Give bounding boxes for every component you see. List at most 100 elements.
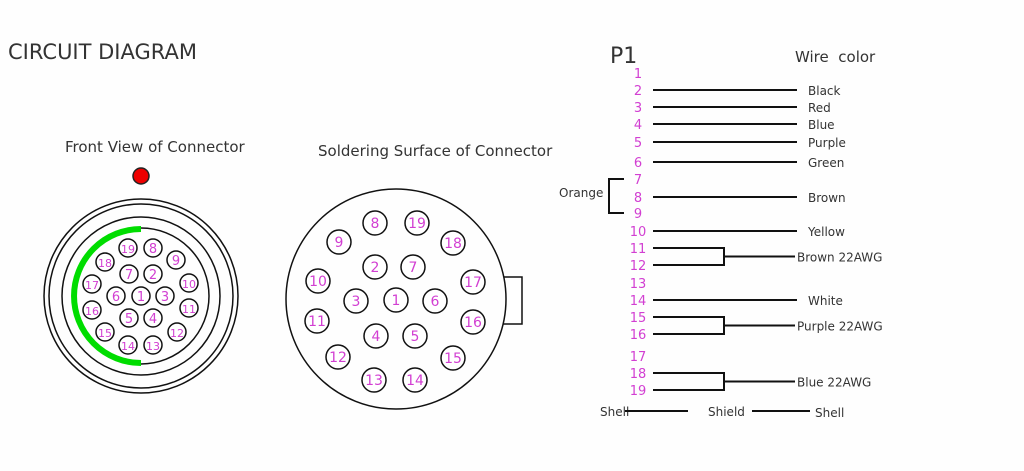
pin-circle [143, 238, 163, 258]
orange-bracket [608, 178, 624, 214]
wire-pin-4: 4 [634, 118, 642, 133]
front-pin-8: 8 [143, 238, 163, 258]
wire-line [653, 316, 795, 335]
solder-pin-1: 1 [383, 287, 409, 313]
pin-circle [143, 264, 163, 284]
front-pin-10: 10 [179, 273, 199, 293]
pin-circle [167, 322, 187, 342]
pin-number: 7 [125, 268, 133, 283]
pin-circle [383, 287, 409, 313]
wire-3: Red [653, 101, 831, 115]
pin-number: 3 [161, 290, 169, 305]
solder-pin-11: 11 [304, 308, 330, 334]
pin-circle [166, 250, 186, 270]
wire-pin-6: 6 [634, 156, 642, 171]
wire-15-16: Purple 22AWG [653, 316, 883, 335]
pin-circle [361, 367, 387, 393]
wire-line [653, 372, 795, 391]
wire-8: Brown [653, 191, 846, 205]
wire-11-12: Brown 22AWG [653, 247, 882, 266]
solder-pin-5: 5 [402, 323, 428, 349]
front-pin-9: 9 [166, 250, 186, 270]
pin-number: 1 [392, 293, 401, 309]
solder-view-title: Soldering Surface of Connector [318, 142, 553, 160]
solder-pin-9: 9 [326, 229, 352, 255]
connector-label: P1 [610, 44, 637, 69]
wire-4: Blue [653, 118, 835, 132]
solder-pin-7: 7 [400, 254, 426, 280]
solder-pin-15: 15 [440, 345, 466, 371]
pin-circle [305, 268, 331, 294]
pin-number: 2 [149, 268, 157, 283]
wire-14: White [653, 294, 843, 308]
outer-ring [43, 198, 239, 394]
solder-pin-17: 17 [460, 269, 486, 295]
pin-number: 18 [444, 236, 462, 252]
wire-pin-15: 15 [630, 311, 647, 326]
front-pin-2: 2 [143, 264, 163, 284]
front-view-connector: Front View of Connector 1234567891011121… [43, 138, 245, 394]
front-pin-7: 7 [119, 264, 139, 284]
wire-pin-7: 7 [634, 173, 642, 188]
pin-circle [400, 254, 426, 280]
front-pin-12: 12 [167, 322, 187, 342]
wiring-table: P1 Wire color 12345678910111213141516171… [559, 44, 883, 420]
pin-number: 11 [182, 303, 196, 316]
pin-number: 4 [372, 329, 381, 345]
pin-number: 16 [85, 305, 99, 318]
pin-circle [422, 288, 448, 314]
pin-number: 10 [309, 274, 327, 290]
wire-color-header: Wire color [795, 48, 876, 66]
pin-circle [402, 323, 428, 349]
wire-pin-13: 13 [630, 277, 647, 292]
solder-pin-3: 3 [343, 288, 369, 314]
pin-circle [106, 286, 126, 306]
pin-number: 11 [308, 314, 326, 330]
pin-circle [304, 308, 330, 334]
wire-color-label: Black [808, 84, 841, 98]
wire-pin-18: 18 [630, 367, 647, 382]
pin-number: 12 [170, 327, 184, 340]
pin-circle [119, 264, 139, 284]
pin-number: 17 [464, 275, 482, 291]
wire-pin-9: 9 [634, 207, 642, 222]
pin-number: 2 [371, 260, 380, 276]
pin-circle [362, 254, 388, 280]
wire-pin-19: 19 [630, 384, 647, 399]
middle-ring [61, 216, 221, 376]
pin-number: 15 [444, 351, 462, 367]
pin-number: 17 [85, 279, 99, 292]
pin-number: 19 [121, 243, 135, 256]
front-pin-4: 4 [143, 308, 163, 328]
pin-number: 13 [146, 340, 160, 353]
front-pin-14: 14 [118, 335, 138, 355]
pin-number: 12 [329, 350, 347, 366]
front-view-title: Front View of Connector [65, 138, 245, 156]
wire-pin-17: 17 [630, 350, 647, 365]
pin-circle [143, 308, 163, 328]
shield-right-label: Shell [815, 406, 844, 420]
wire-color-label: Yellow [807, 225, 845, 239]
pin-circle [460, 269, 486, 295]
front-pin-13: 13 [143, 335, 163, 355]
pin-number: 19 [408, 216, 426, 232]
wire-5: Purple [653, 136, 846, 150]
solder-pin-13: 13 [361, 367, 387, 393]
pin-circle [118, 238, 138, 258]
wire-color-label: Green [808, 156, 844, 170]
pin-circle [362, 210, 388, 236]
wire-pin-14: 14 [630, 294, 647, 309]
pin-circle [179, 273, 199, 293]
orange-label: Orange [559, 186, 603, 200]
pin-circle [440, 345, 466, 371]
pin-number: 1 [137, 290, 145, 305]
wire-color-label: Red [808, 101, 831, 115]
pin-number: 18 [98, 257, 112, 270]
pin-number: 14 [121, 340, 135, 353]
wire-pin-5: 5 [634, 136, 642, 151]
pin-circle [402, 367, 428, 393]
solder-pin-4: 4 [363, 323, 389, 349]
pin-circle [363, 323, 389, 349]
pin-circle [460, 309, 486, 335]
